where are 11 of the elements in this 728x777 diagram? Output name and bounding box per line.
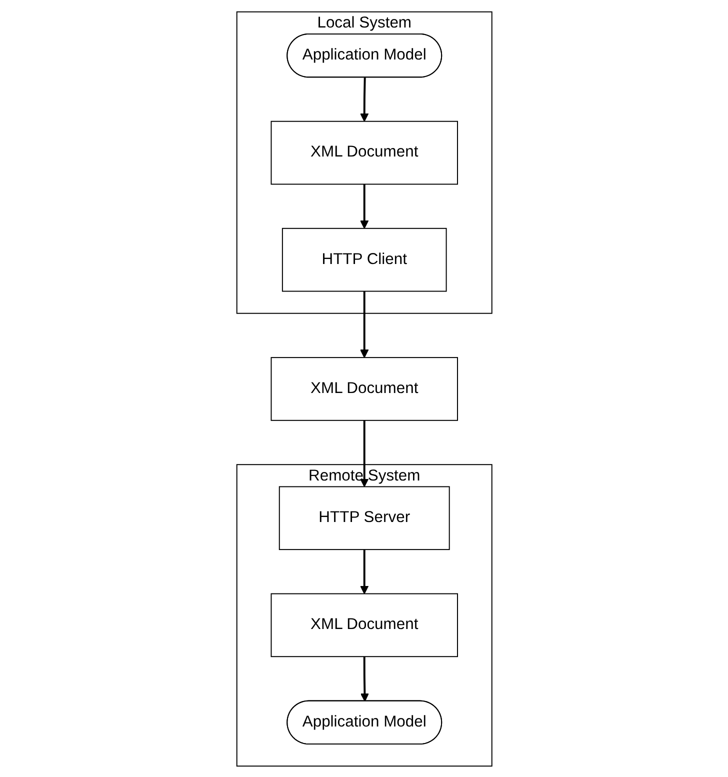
arrow <box>360 290 368 358</box>
node-box: XML Document <box>270 120 458 184</box>
arrow <box>360 656 369 702</box>
node-box: XML Document <box>270 356 458 420</box>
node-box: HTTP Server <box>278 486 450 550</box>
arrow <box>360 420 368 487</box>
arrow <box>360 549 368 594</box>
node-box: HTTP Client <box>282 227 446 292</box>
node-box: XML Document <box>270 592 458 657</box>
arrow <box>360 77 368 122</box>
arrow <box>360 184 368 228</box>
